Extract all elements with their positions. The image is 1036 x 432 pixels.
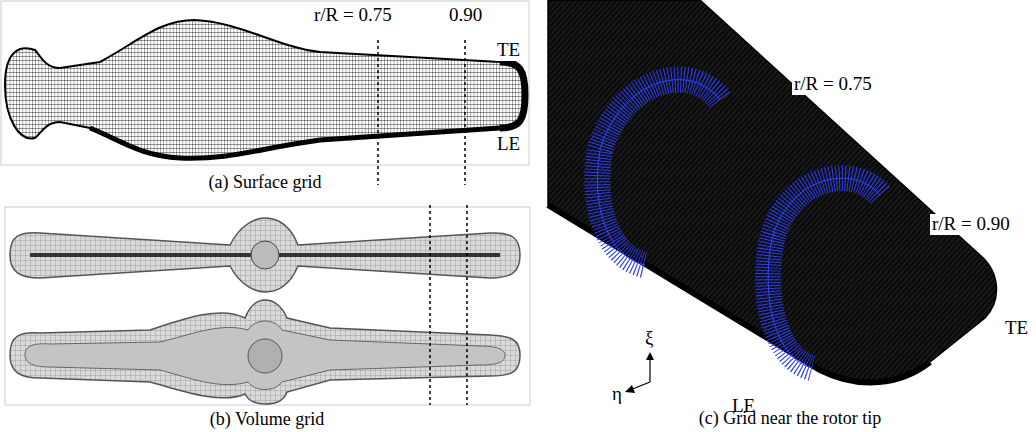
volume-grid-panel: [5, 205, 530, 405]
panel-caption: (c) Grid near the rotor tip: [699, 409, 881, 429]
annotation-label: ξ: [643, 328, 655, 349]
annotation-label: LE: [495, 134, 522, 155]
tip-grid-panel: [548, 0, 996, 393]
panel-caption: (a) Surface grid: [209, 173, 322, 193]
annotation-label: TE: [1003, 318, 1030, 339]
annotation-label: TE: [495, 40, 522, 61]
annotation-label: 0.90: [447, 5, 484, 26]
annotation-label: r/R = 0.90: [930, 214, 1012, 235]
annotation-label: r/R = 0.75: [312, 5, 394, 26]
annotation-label: η: [610, 384, 624, 405]
surface-grid-panel: [1, 1, 529, 185]
annotation-label: r/R = 0.75: [792, 74, 874, 95]
panel-caption: (b) Volume grid: [210, 410, 324, 430]
